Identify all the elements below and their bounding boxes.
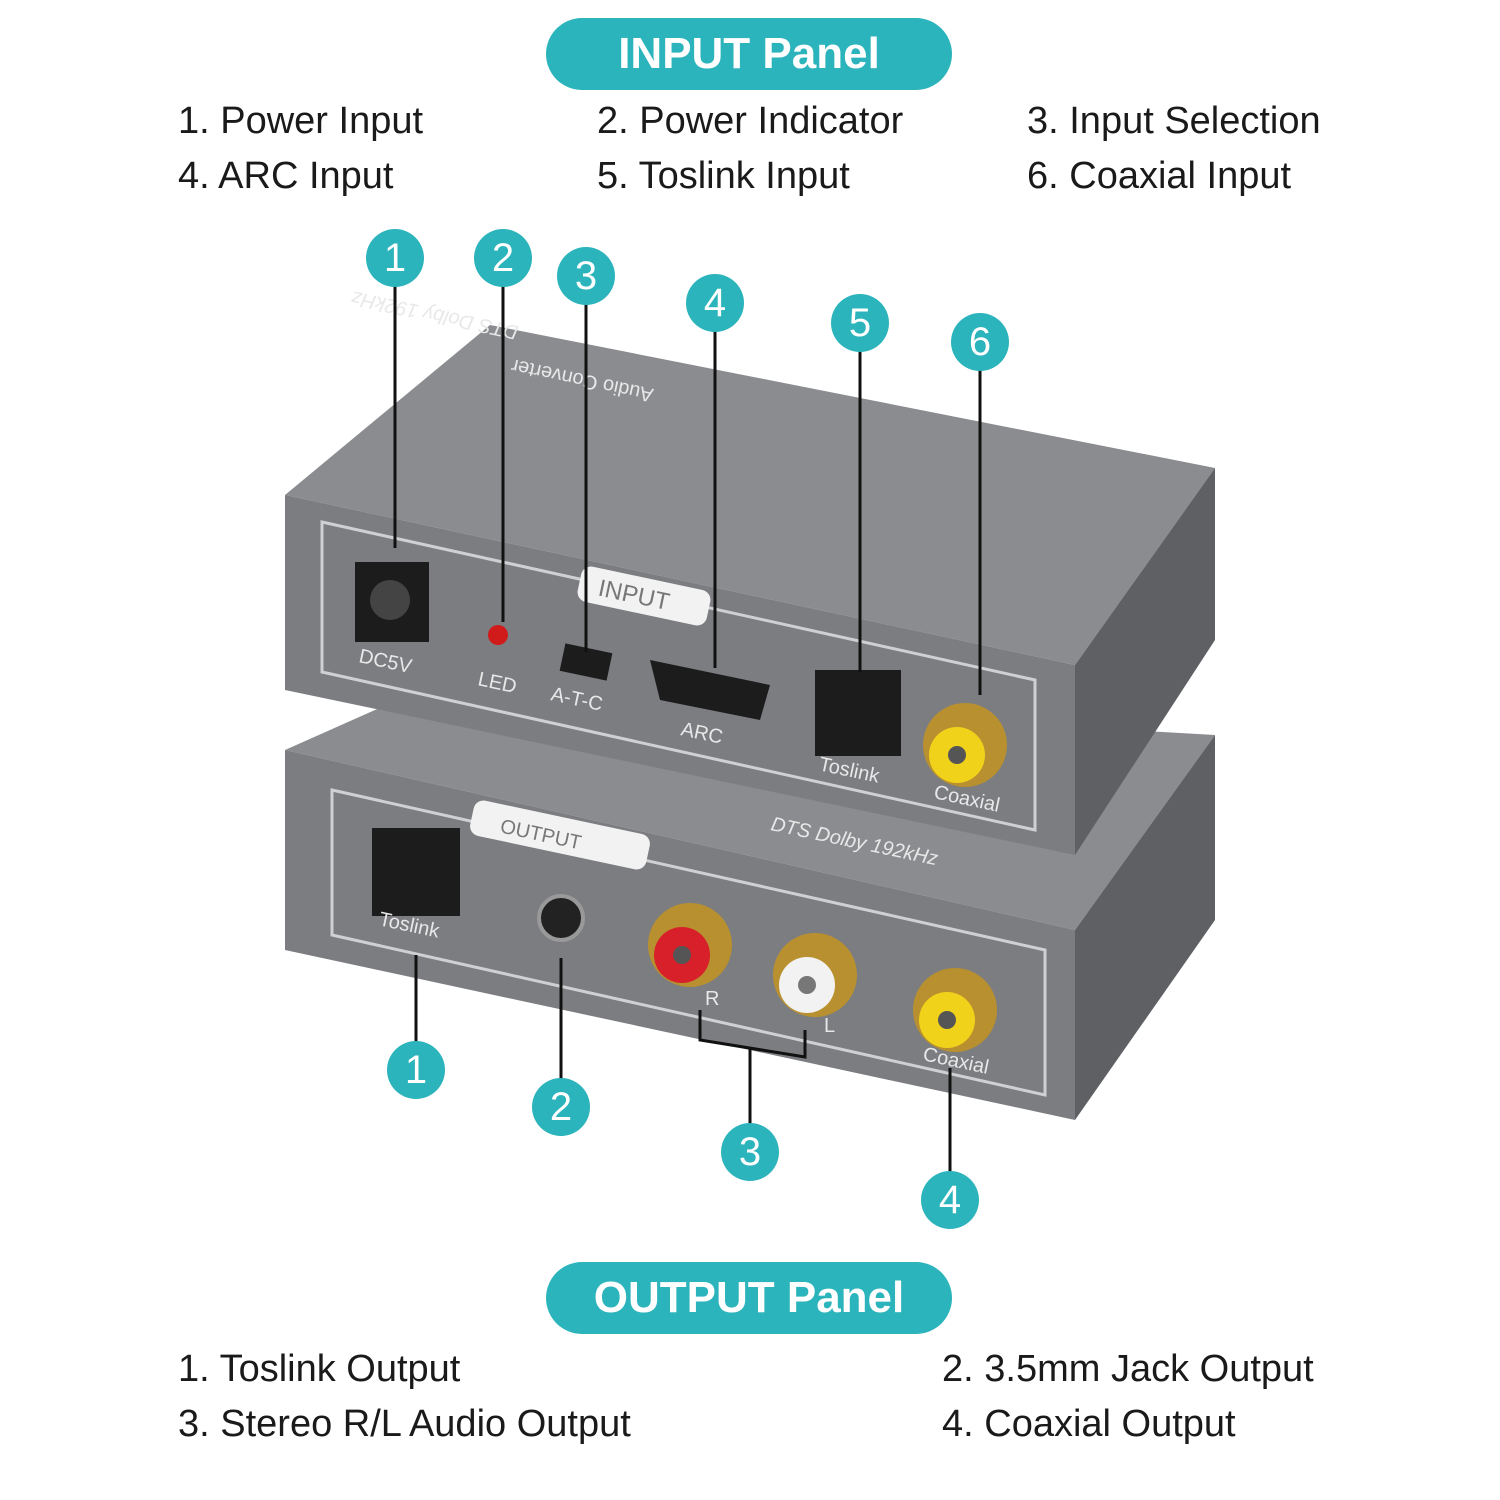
callout-output-2 [532,1078,590,1136]
input-item-2: 2. Power Indicator [597,100,904,142]
input-selection-switch[interactable] [559,643,613,681]
l-label: L [824,1015,835,1037]
r-label: R [705,988,719,1010]
callout-input-1 [366,229,424,287]
callout-input-3-num: 3 [575,254,597,298]
input-item-4: 4. ARC Input [178,155,394,197]
callout-output-3-num: 3 [739,1130,761,1174]
callout-output-4-num: 4 [939,1178,961,1222]
rca-l-port [773,933,857,1017]
toslink-output-port [372,828,460,916]
input-item-3: 3. Input Selection [1027,100,1321,142]
coaxial-input-port [923,703,1007,787]
input-item-5: 5. Toslink Input [597,155,850,197]
callout-output-4 [921,1171,979,1229]
callout-input-5 [831,294,889,352]
input-panel-title: INPUT Panel [546,18,952,90]
coaxial-output-port [913,968,997,1052]
output-item-2: 2. 3.5mm Jack Output [942,1348,1314,1390]
callout-input-2 [474,229,532,287]
toslink-input-port [815,670,901,756]
input-item-6: 6. Coaxial Input [1027,155,1292,197]
callout-input-2-num: 2 [492,236,514,280]
top-brand: DTS Dolby 192kHz [349,286,520,343]
headphone-jack [537,894,585,942]
callout-input-4 [686,274,744,332]
callout-output-1 [387,1041,445,1099]
callout-output-3 [721,1123,779,1181]
callout-input-5-num: 5 [849,301,871,345]
input-item-1: 1. Power Input [178,100,424,142]
rca-r-port [648,903,732,987]
output-item-1: 1. Toslink Output [178,1348,461,1390]
output-item-3: 3. Stereo R/L Audio Output [178,1403,631,1445]
led-indicator [488,625,508,645]
output-panel-title: OUTPUT Panel [546,1262,952,1334]
callout-input-1-num: 1 [384,236,406,280]
callout-input-4-num: 4 [704,281,726,325]
callout-input-6-num: 6 [969,320,991,364]
output-item-4: 4. Coaxial Output [942,1403,1236,1445]
callout-input-3 [557,247,615,305]
hdmi-arc-port [650,660,770,720]
callout-output-1-num: 1 [405,1048,427,1092]
callout-input-6 [951,313,1009,371]
callout-output-2-num: 2 [550,1085,572,1129]
